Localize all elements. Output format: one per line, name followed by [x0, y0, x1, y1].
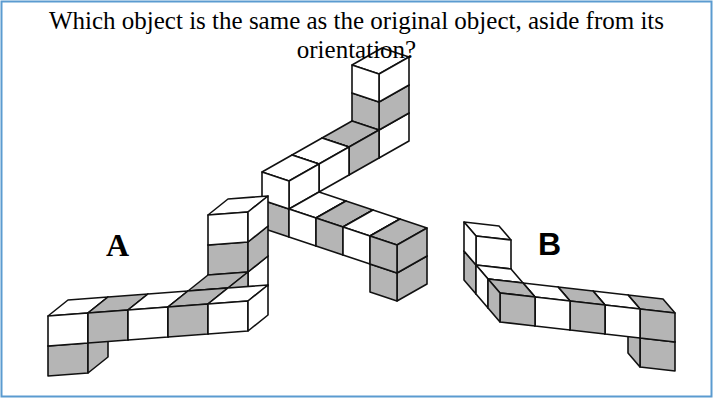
- cube-face: [248, 285, 268, 331]
- cube-face: [343, 227, 370, 264]
- option-label: B: [538, 227, 561, 261]
- cube-face: [289, 209, 316, 246]
- cube-face: [570, 301, 605, 334]
- cube-face: [605, 305, 640, 338]
- cube-face: [370, 236, 397, 273]
- cube-face: [476, 236, 511, 269]
- cube-face: [349, 130, 379, 175]
- cube-face: [352, 65, 379, 102]
- cube-face: [168, 304, 208, 337]
- option-label: A: [106, 228, 129, 262]
- cube-face: [128, 307, 168, 340]
- cube-face: [88, 310, 128, 343]
- option-a-object: [48, 196, 268, 376]
- cube-face: [208, 212, 248, 245]
- cube-face: [48, 343, 88, 376]
- cube-face: [48, 313, 88, 346]
- cube-face: [464, 222, 476, 265]
- cube-face: [535, 297, 570, 330]
- cube-face: [248, 196, 268, 242]
- cube-face: [488, 279, 500, 322]
- cube-face: [640, 309, 675, 342]
- cube-face: [208, 301, 248, 334]
- cube-face: [319, 147, 349, 192]
- cube-face: [397, 228, 427, 273]
- option-b-object: [464, 222, 675, 371]
- original-object: [262, 48, 427, 301]
- cube-face: [640, 338, 675, 371]
- question-title: Which object is the same as the original…: [20, 6, 693, 64]
- cube-face: [379, 57, 409, 102]
- cube-face: [208, 242, 248, 275]
- cube-face: [476, 265, 488, 308]
- cube-face: [500, 293, 535, 326]
- cube-face: [316, 218, 343, 255]
